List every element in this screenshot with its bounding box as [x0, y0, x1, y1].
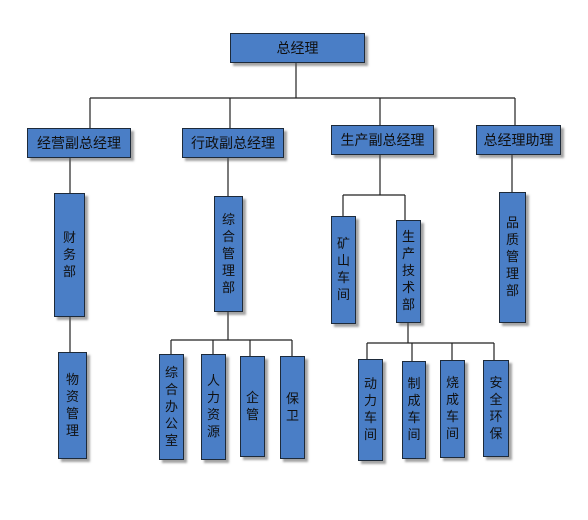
- node-finance-dept: 财务部: [54, 193, 85, 317]
- node-human-resources: 人力资源: [201, 354, 226, 460]
- node-label: 动力车间: [363, 377, 377, 443]
- node-label: 品质管理部: [505, 216, 519, 299]
- node-label: 制成车间: [407, 377, 421, 443]
- node-mine-workshop: 矿山车间: [331, 216, 356, 324]
- node-label: 总经理助理: [483, 133, 554, 149]
- node-security: 保卫: [280, 356, 305, 459]
- node-making-workshop: 制成车间: [402, 361, 426, 459]
- node-label: 总经理: [276, 41, 319, 57]
- node-label: 行政副总经理: [191, 136, 275, 152]
- node-label: 安全环保: [489, 375, 503, 442]
- node-label: 综合管理部: [221, 212, 235, 296]
- node-power-workshop: 动力车间: [358, 359, 383, 461]
- node-safety-env: 安全环保: [483, 360, 509, 457]
- node-general-manager: 总经理: [230, 33, 365, 63]
- node-admin-vp: 行政副总经理: [182, 128, 284, 158]
- node-label: 人力资源: [206, 374, 220, 440]
- node-label: 保卫: [285, 391, 299, 424]
- node-label: 财务部: [62, 230, 76, 280]
- node-prod-tech-dept: 生产技术部: [396, 220, 421, 323]
- node-gm-assistant: 总经理助理: [476, 125, 561, 155]
- node-general-office: 综合办公室: [159, 354, 184, 460]
- node-admin-mgmt-dept: 综合管理部: [214, 196, 243, 312]
- node-label: 矿山车间: [336, 237, 350, 303]
- node-label: 综合办公室: [164, 365, 178, 449]
- node-enterprise-mgmt: 企管: [240, 356, 265, 457]
- node-label: 生产副总经理: [340, 133, 425, 149]
- node-label: 烧成车间: [445, 376, 459, 442]
- node-quality-dept: 品质管理部: [499, 192, 526, 323]
- node-label: 企管: [245, 390, 259, 423]
- node-burning-workshop: 烧成车间: [440, 360, 465, 458]
- node-label: 物资管理: [65, 372, 79, 439]
- node-business-vp: 经营副总经理: [27, 128, 131, 158]
- node-label: 经营副总经理: [37, 136, 121, 152]
- node-production-vp: 生产副总经理: [331, 125, 434, 155]
- node-label: 生产技术部: [401, 230, 415, 313]
- node-materials-mgmt: 物资管理: [58, 352, 87, 459]
